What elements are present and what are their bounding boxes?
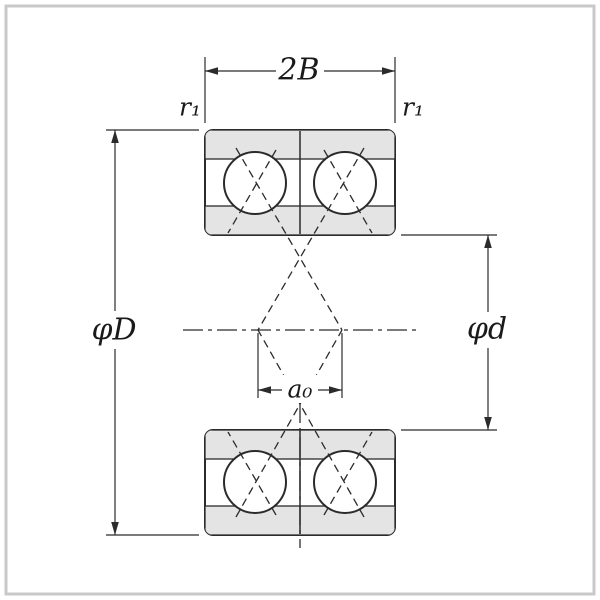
arrow-phid-top bbox=[484, 235, 492, 248]
label-chamfer-r1-right: r₁ bbox=[402, 93, 424, 122]
label-load-center-a0: a₀ bbox=[288, 375, 313, 404]
arrow-2b-left bbox=[205, 67, 218, 75]
label-width-2b: 2B bbox=[277, 53, 319, 88]
contact-angle-line bbox=[257, 329, 365, 518]
contact-angle-line bbox=[323, 149, 373, 234]
arrow-phid-bottom bbox=[484, 417, 492, 430]
arrow-a0-left bbox=[258, 386, 271, 394]
contact-angle-line bbox=[235, 147, 343, 331]
page-border bbox=[4, 4, 596, 596]
label-bg-phiD bbox=[88, 311, 142, 349]
label-bg-2b bbox=[276, 54, 324, 87]
label-bg-a0 bbox=[282, 375, 318, 403]
label-bore-diameter-phid: φd bbox=[467, 312, 507, 347]
contact-angle-line bbox=[227, 149, 277, 234]
label-outer-diameter-phiD: φD bbox=[91, 313, 136, 348]
arrow-phiD-top bbox=[111, 130, 119, 143]
contact-angle-line bbox=[323, 431, 373, 516]
contact-angle-line bbox=[257, 147, 365, 331]
ball-bottom-right bbox=[313, 450, 377, 514]
ball-top-right bbox=[313, 151, 377, 215]
arrow-2b-right bbox=[382, 67, 395, 75]
dimension-arrows bbox=[111, 67, 492, 535]
label-chamfer-r1-left: r₁ bbox=[179, 93, 201, 122]
label-bg-phid bbox=[462, 312, 514, 348]
contact-angle-line bbox=[235, 329, 343, 518]
contact-angle-line bbox=[227, 431, 277, 516]
ball-bottom-left bbox=[223, 450, 287, 514]
arrow-a0-right bbox=[329, 386, 342, 394]
arrow-phiD-bottom bbox=[111, 522, 119, 535]
contact-angle-lines bbox=[227, 147, 373, 518]
ball-top-left bbox=[223, 151, 287, 215]
